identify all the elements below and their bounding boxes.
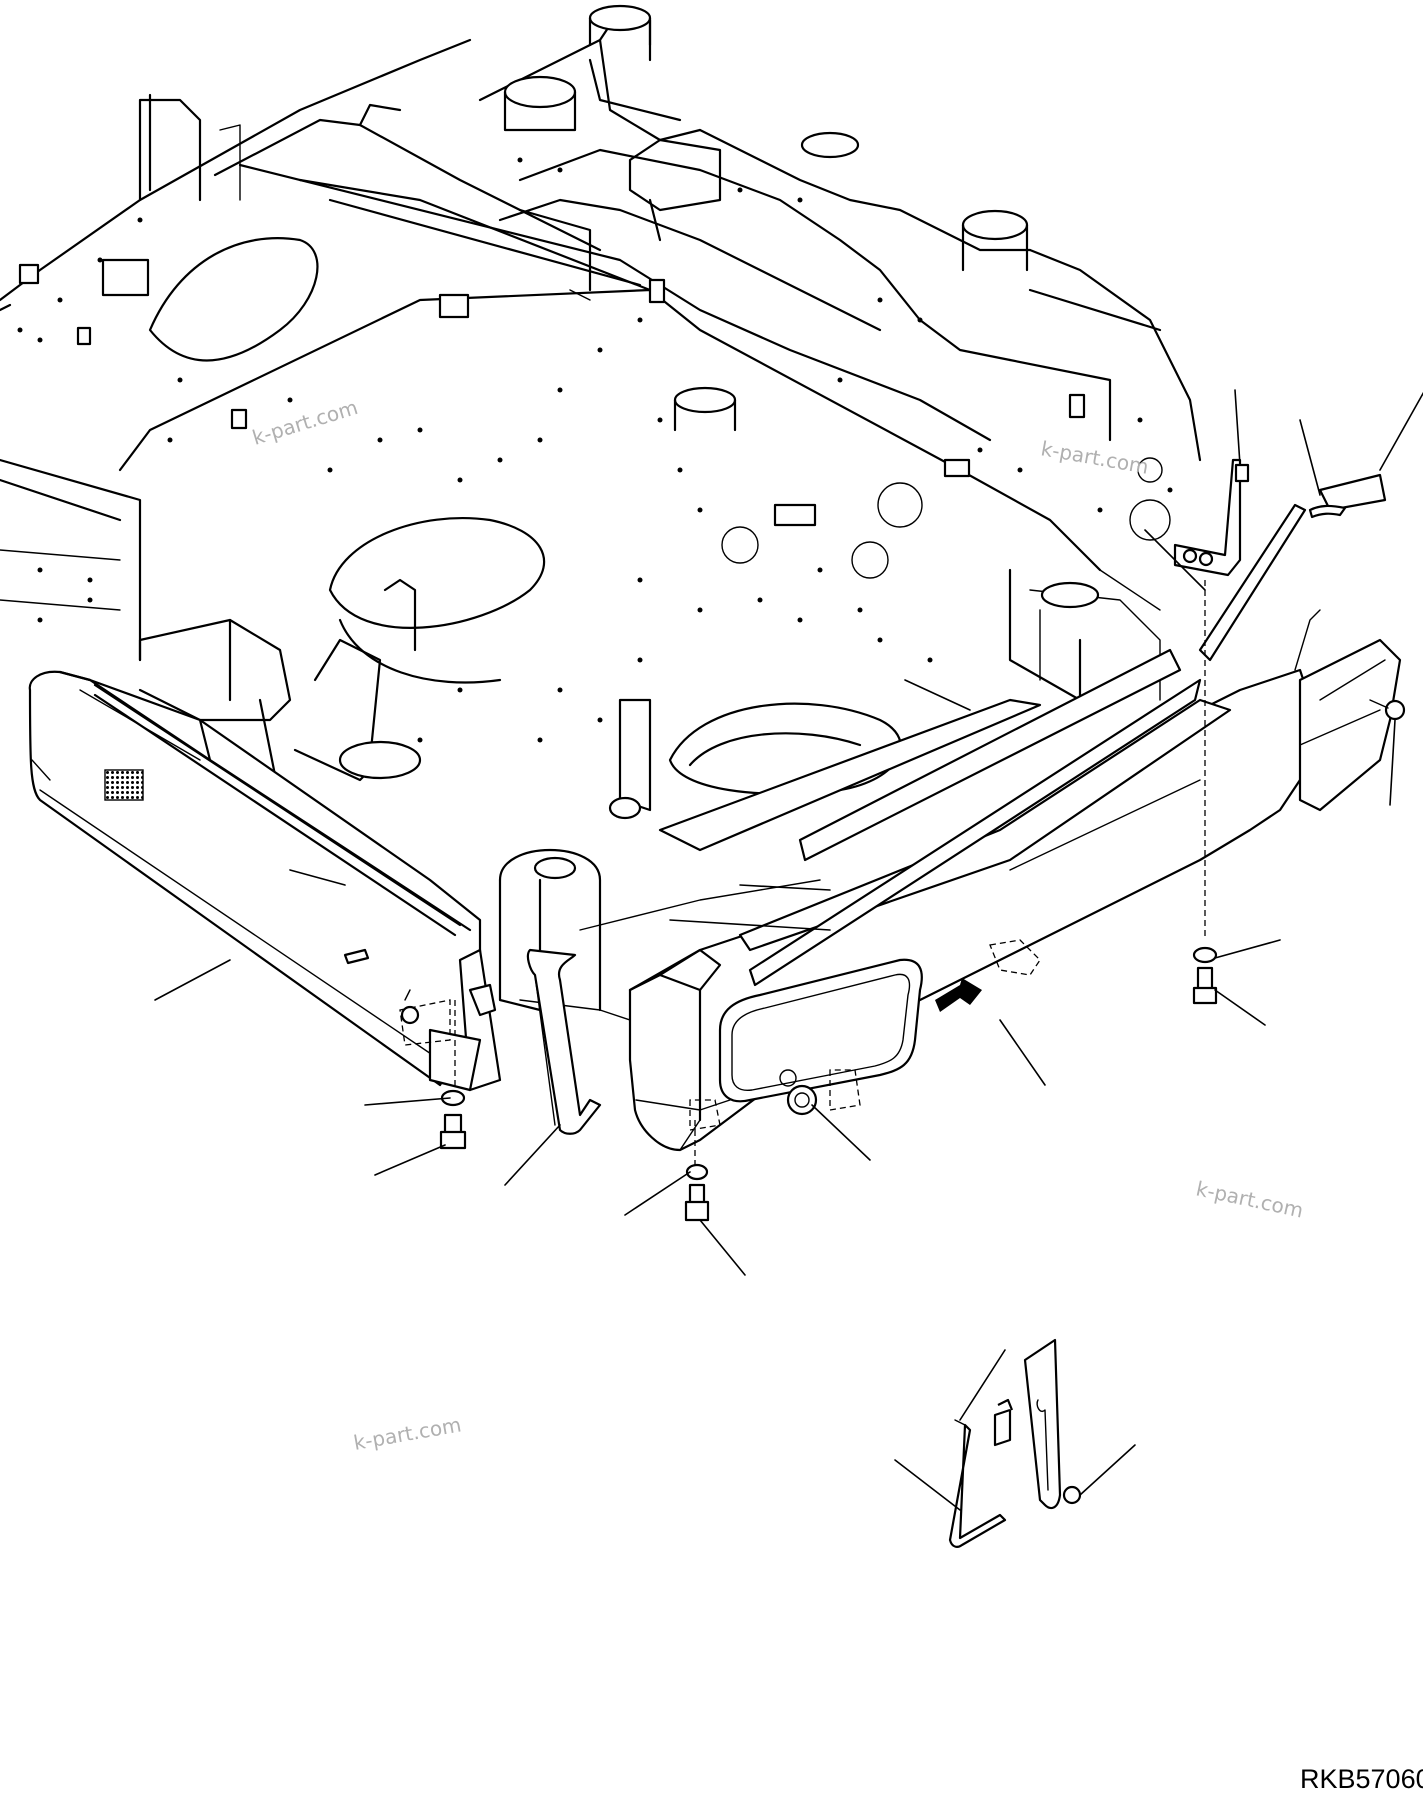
l-bracket-left: [526, 948, 602, 1135]
frame-holes: [17, 157, 1173, 743]
watermark-text: k-part.com: [1039, 436, 1150, 479]
latch-detail: [948, 1338, 1082, 1548]
bolt-washer-right: [1192, 580, 1218, 1005]
pin-left-cover: [343, 948, 370, 965]
lock-right: [1369, 699, 1406, 721]
seal-strips: [658, 473, 1387, 987]
watermark-text: k-part.com: [1194, 1176, 1306, 1222]
revolving-frame: [0, 4, 1202, 1031]
counterweight-rear-cover: [628, 609, 1402, 1152]
bolt-washer-center: [684, 1120, 710, 1222]
drawing-code: RKB57060: [1300, 1764, 1423, 1794]
side-cover-left: [28, 670, 502, 1092]
bracket-right-top: [1173, 458, 1250, 577]
watermark-text: k-part.com: [249, 395, 360, 450]
vent-grille: [104, 769, 144, 801]
watermark-text: k-part.com: [352, 1412, 463, 1455]
callout-leaders: [154, 389, 1423, 1511]
